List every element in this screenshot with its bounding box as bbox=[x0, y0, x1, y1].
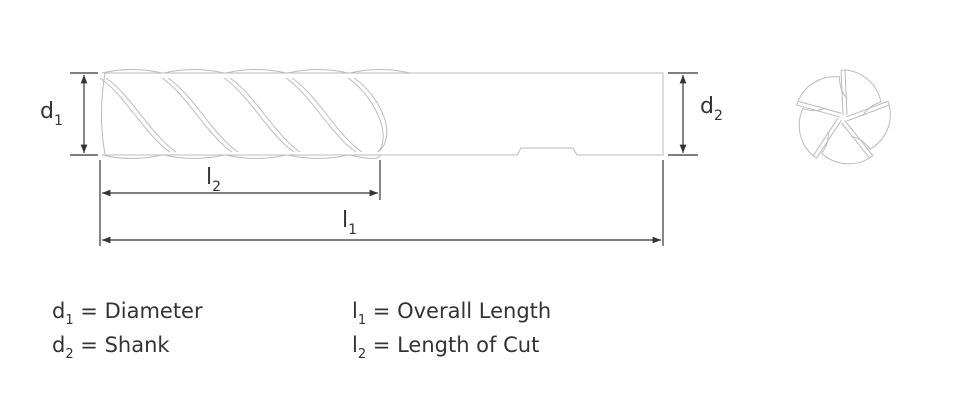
legend: d1 = Diameter d2 = Shank l1 = Overall Le… bbox=[52, 299, 551, 362]
flute-arc bbox=[349, 69, 411, 159]
end-mill-cross-section bbox=[796, 69, 891, 165]
flute-edge bbox=[229, 77, 301, 153]
cutting-lobe bbox=[820, 120, 874, 165]
dimension-l1: l1 bbox=[101, 160, 664, 246]
dimension-l2: l2 bbox=[99, 160, 381, 246]
legend-item-l1: l1 = Overall Length bbox=[352, 299, 551, 328]
dimension-d2: d2 bbox=[668, 72, 723, 156]
shank-outline bbox=[380, 72, 664, 156]
dimension-d1: d1 bbox=[40, 72, 98, 156]
flute-arc bbox=[101, 69, 163, 159]
l1-label: l1 bbox=[342, 208, 357, 238]
flute-edge bbox=[223, 77, 295, 153]
flute-edge bbox=[353, 77, 388, 153]
legend-item-d1: d1 = Diameter bbox=[52, 299, 203, 328]
cutting-lobe bbox=[845, 100, 891, 150]
cutting-lobe bbox=[798, 107, 842, 159]
cutting-lobe bbox=[840, 69, 882, 117]
flute-edge bbox=[105, 77, 177, 153]
l2-label: l2 bbox=[206, 165, 221, 195]
legend-item-d2: d2 = Shank bbox=[52, 333, 170, 362]
flute-arc bbox=[163, 69, 225, 159]
cutting-lobe bbox=[796, 76, 848, 118]
helical-flutes bbox=[99, 69, 411, 159]
d2-label: d2 bbox=[700, 94, 723, 124]
d1-label: d1 bbox=[40, 99, 63, 129]
flute-edge bbox=[161, 77, 233, 153]
cutting-section-outline bbox=[101, 72, 380, 156]
flute-edge bbox=[347, 77, 384, 153]
end-mill-side-view bbox=[99, 69, 664, 159]
flute-arc bbox=[225, 69, 287, 159]
flute-edge bbox=[167, 77, 239, 153]
flute-arc bbox=[287, 69, 349, 159]
flute-edge bbox=[291, 77, 363, 153]
flute-edge bbox=[99, 77, 171, 153]
flute-edge bbox=[285, 77, 357, 153]
legend-item-l2: l2 = Length of Cut bbox=[352, 333, 539, 362]
